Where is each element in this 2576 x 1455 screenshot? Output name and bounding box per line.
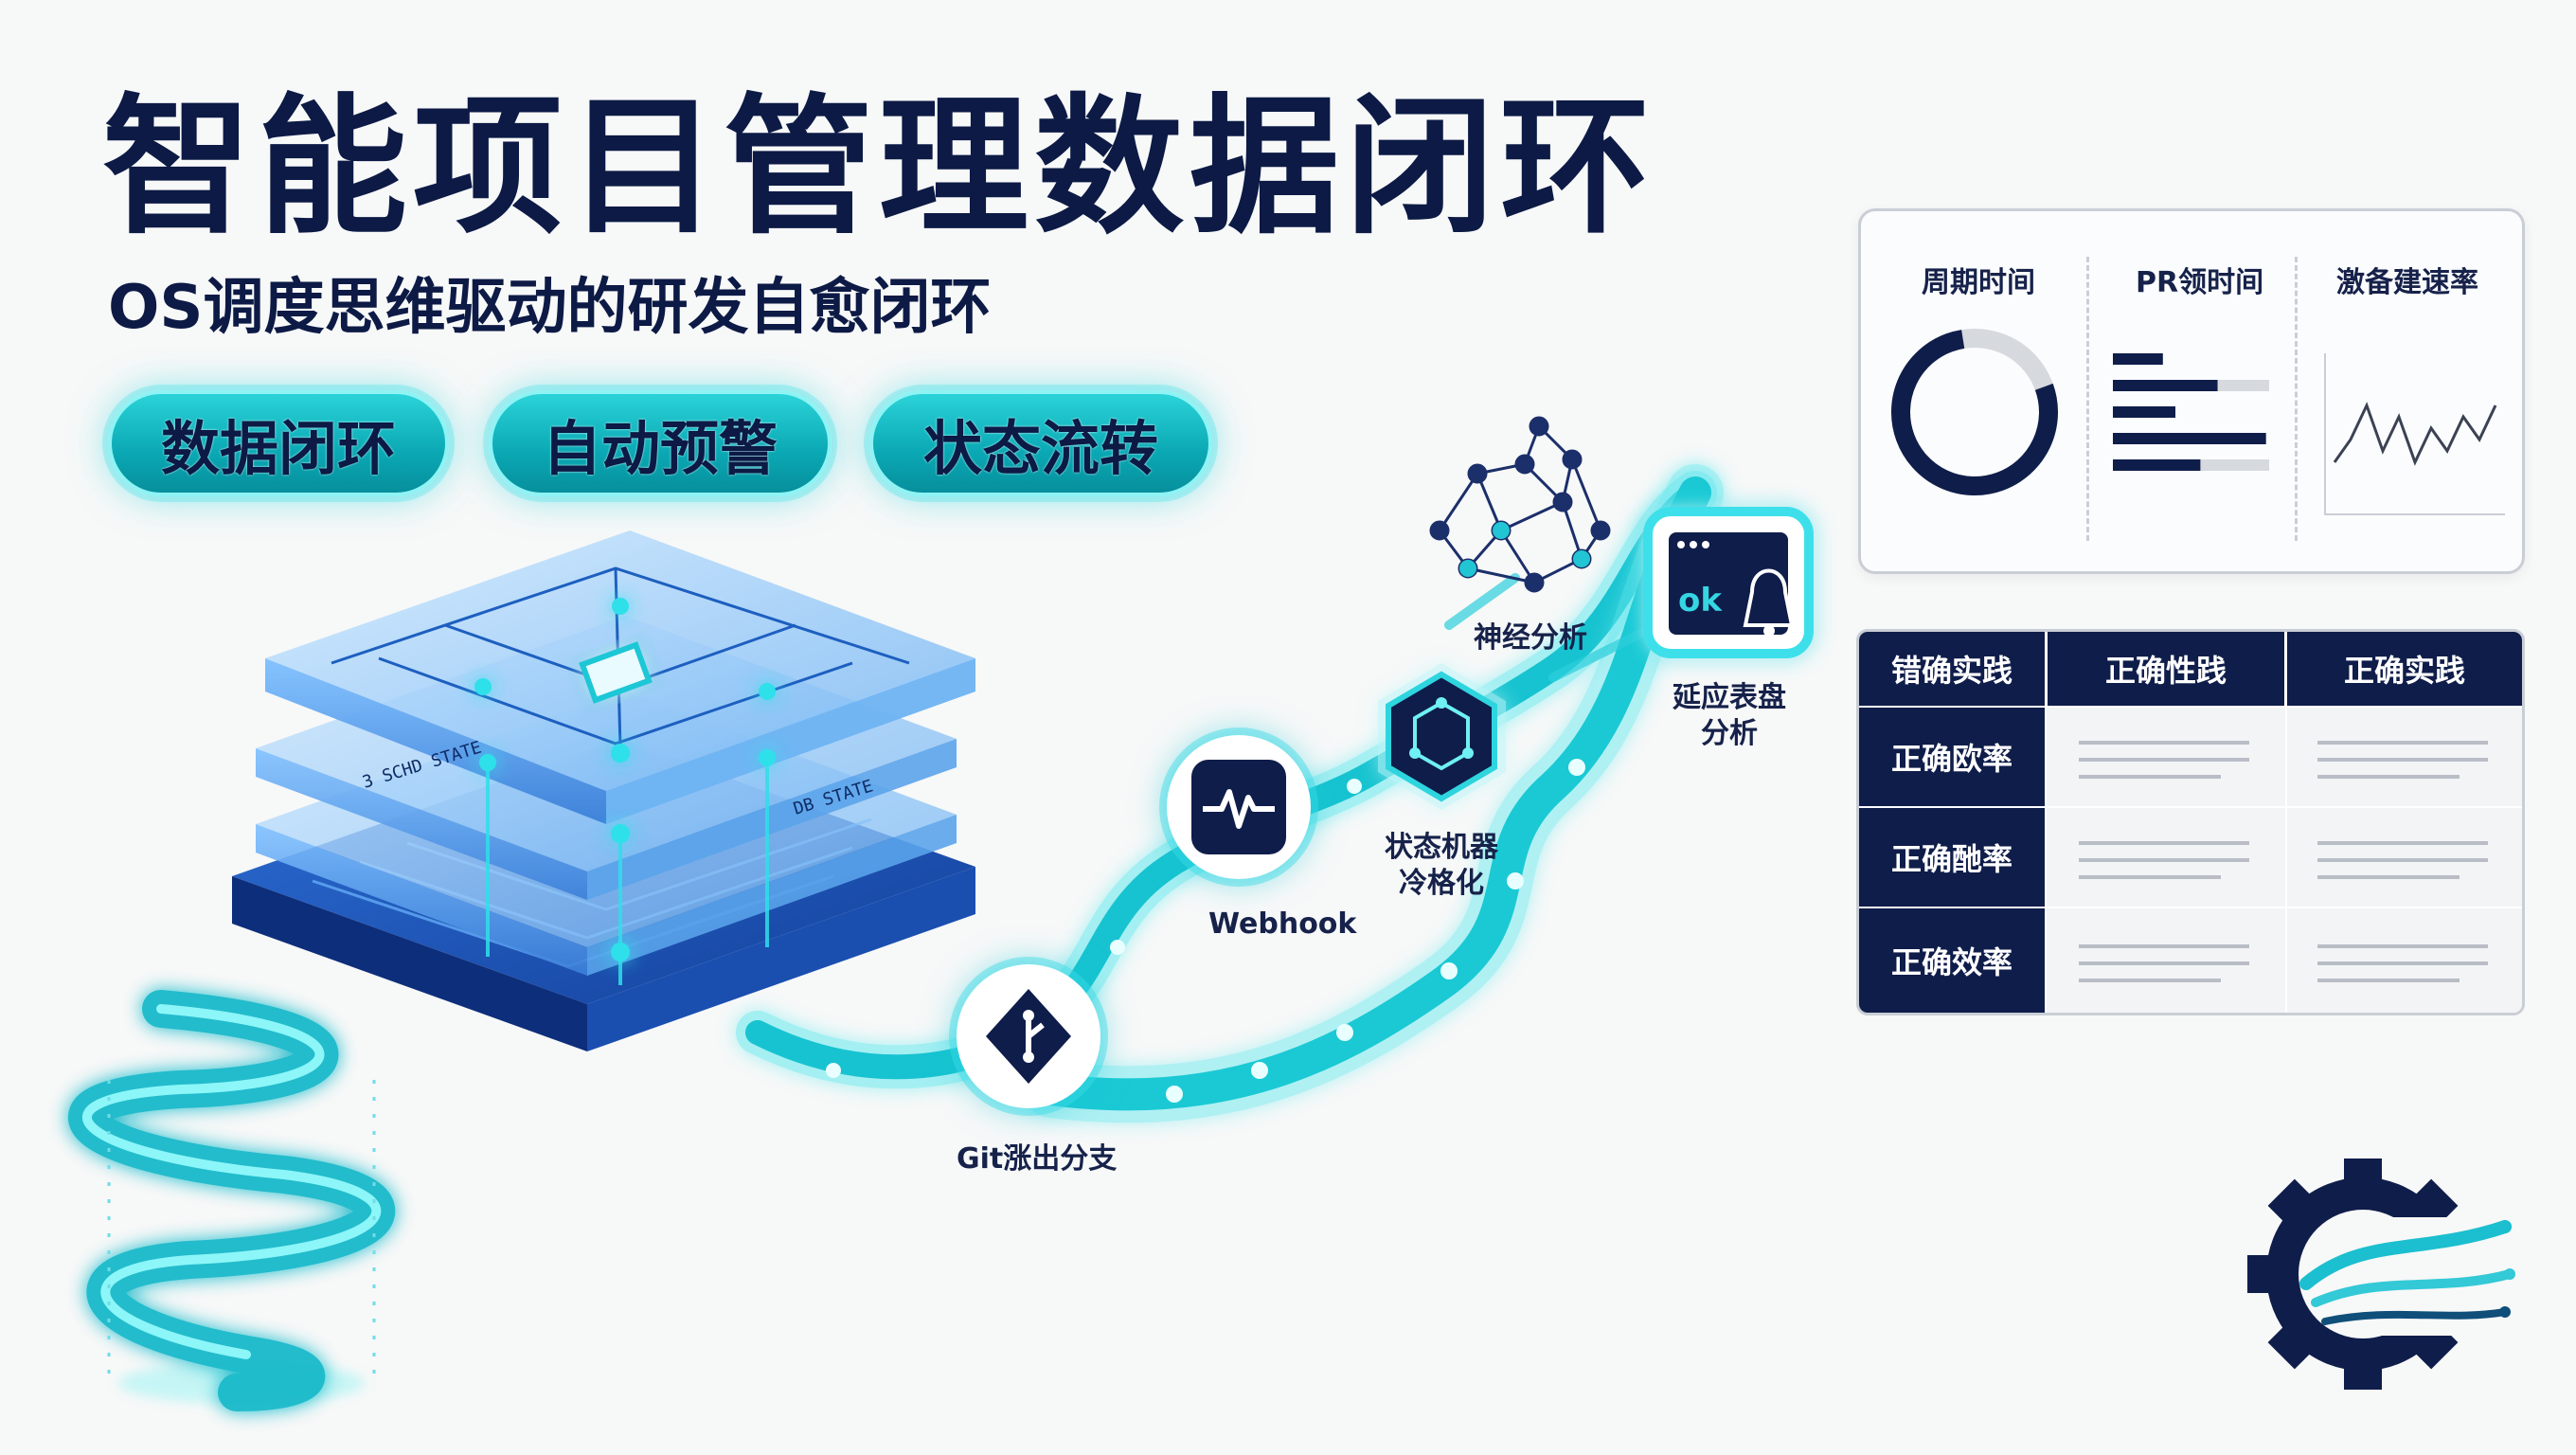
table-row-label-1: 正确欧率 <box>1859 708 2045 806</box>
state-machine-label: 状态机器 冷格化 <box>1385 831 1498 900</box>
cycle-time-donut <box>1891 329 2058 495</box>
bar-value <box>2113 380 2218 391</box>
gear-logo-icon <box>2247 1159 2515 1390</box>
pr-time-bars <box>2113 353 2269 471</box>
dashboard-icon-text: ok <box>1678 582 1723 620</box>
spiral-decor-icon <box>68 990 395 1411</box>
table-header-1: 错确实践 <box>1859 632 2045 706</box>
table-cell <box>2287 908 2522 1013</box>
git-diamond-icon <box>986 989 1071 1084</box>
layer-stack: 3 SCHD STATE DB STATE <box>232 530 975 1051</box>
table-row-label-2: 正确酏率 <box>1859 808 2045 907</box>
table-cell <box>2287 808 2522 907</box>
metric-build-rate: 激备建速率 <box>2336 266 2478 299</box>
metrics-panel: 周期时间 PR领时间 激备建速率 <box>1858 208 2525 574</box>
dashboard-bell-icon: ok <box>1643 507 1814 658</box>
neural-network-icon <box>1429 416 1611 593</box>
heartbeat-icon <box>1191 760 1286 854</box>
table-header-3: 正确实践 <box>2287 632 2522 706</box>
table-cell <box>2047 808 2285 907</box>
hexagon-network-icon <box>1378 663 1506 810</box>
git-branch-node[interactable] <box>957 964 1100 1108</box>
dashboard-analysis-label: 延应表盘 分析 <box>1673 681 1786 750</box>
metric-cycle-time: 周期时间 <box>1922 266 2035 299</box>
table-cell <box>2047 908 2285 1013</box>
neural-analysis-label: 神经分析 <box>1474 621 1587 655</box>
practice-table: 错确实践 正确性践 正确实践 正确欧率 正确酏率 正确效率 <box>1856 629 2525 1015</box>
build-rate-line <box>2324 353 2505 515</box>
pill-data-loop[interactable]: 数据闭环 <box>108 390 449 496</box>
bar-remainder <box>2217 380 2269 391</box>
metric-pr-time: PR领时间 <box>2136 266 2264 299</box>
build-rate-series <box>2333 402 2497 466</box>
bar-remainder <box>2200 459 2269 471</box>
table-row-label-3: 正确效率 <box>1859 908 2045 1013</box>
table-cell <box>2047 708 2285 806</box>
pill-state-flow[interactable]: 状态流转 <box>869 390 1212 496</box>
webhook-node[interactable] <box>1167 735 1311 879</box>
bar-value <box>2113 459 2201 471</box>
donut-value-arc <box>1891 329 2058 495</box>
bar-value <box>2113 406 2175 418</box>
table-cell <box>2287 708 2522 806</box>
git-branch-label: Git涨出分支 <box>957 1142 1118 1176</box>
webhook-label: Webhook <box>1208 907 1357 941</box>
page-title: 智能项目管理数据闭环 <box>102 81 1655 255</box>
pill-auto-alert[interactable]: 自动预警 <box>489 390 832 496</box>
bar-value <box>2113 433 2266 444</box>
table-header-2: 正确性践 <box>2048 632 2284 706</box>
bar-value <box>2113 353 2163 365</box>
page-subtitle: OS调度思维驱动的研发自愈闭环 <box>108 273 992 343</box>
metrics-charts <box>1891 329 2505 515</box>
